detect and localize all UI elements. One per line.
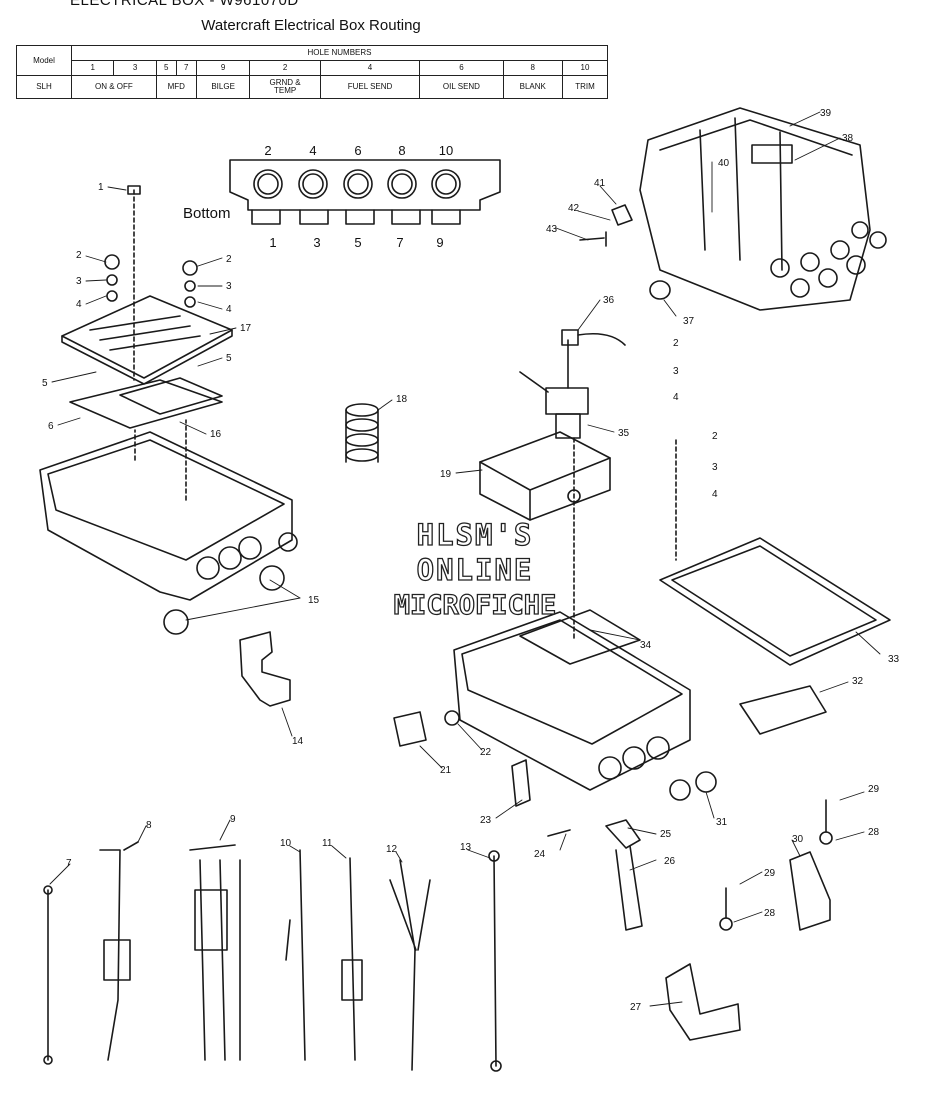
- callout: 8: [146, 820, 152, 831]
- callout: 11: [322, 838, 333, 849]
- bottom-hole-label: 3: [313, 235, 320, 250]
- circuit-board-assembly: [61, 185, 233, 429]
- callout: 4: [76, 299, 82, 310]
- callout: 1: [98, 182, 104, 193]
- callout: 7: [66, 858, 72, 869]
- watermark-line: HLSM'S: [416, 517, 534, 552]
- callout: 3: [673, 366, 679, 377]
- callout: 39: [820, 108, 832, 119]
- leader-lines: [49, 111, 881, 1007]
- callout: 31: [716, 817, 728, 828]
- callout: 26: [664, 856, 676, 867]
- callout: 36: [603, 295, 615, 306]
- bottom-hole-label: 7: [396, 235, 403, 250]
- callout: 32: [852, 676, 864, 687]
- routing-cell: OIL SEND: [419, 75, 504, 99]
- top-hole-label: 4: [309, 143, 316, 158]
- routing-cell: MFD: [155, 75, 197, 99]
- wire-harnesses: [43, 841, 502, 1072]
- callout: 38: [842, 133, 854, 144]
- routing-cell: BILGE: [195, 75, 251, 99]
- callout: 17: [240, 323, 252, 334]
- callout: 29: [868, 784, 880, 795]
- hole-block-bottom-view: [229, 159, 501, 225]
- callout: 16: [210, 429, 222, 440]
- model-header: Model: [16, 45, 72, 76]
- callout: 3: [712, 462, 718, 473]
- callout: 4: [673, 392, 679, 403]
- callout: 9: [230, 814, 236, 825]
- callout: 2: [76, 250, 82, 261]
- callout: 21: [440, 765, 452, 776]
- coil-spring: [345, 403, 379, 463]
- callout: 28: [764, 908, 776, 919]
- routing-cell: TRIM: [562, 75, 608, 99]
- callout: 30: [792, 834, 804, 845]
- assembled-electrical-box: [579, 107, 887, 311]
- bottom-hole-label: 1: [269, 235, 276, 250]
- relay-block: [479, 329, 626, 641]
- callout: 12: [386, 844, 398, 855]
- model-cell: SLH: [16, 75, 72, 99]
- callout: 15: [308, 595, 320, 606]
- bottom-view-label: Bottom: [183, 205, 231, 222]
- hole-number-cell: 7: [175, 60, 197, 76]
- page-title: ELECTRICAL BOX - W961070D: [70, 0, 299, 9]
- callout: 24: [534, 849, 546, 860]
- callout: 18: [396, 394, 408, 405]
- callout: 22: [480, 747, 492, 758]
- callout: 25: [660, 829, 672, 840]
- callout: 19: [440, 469, 452, 480]
- routing-cell: FUEL SEND: [319, 75, 421, 99]
- callout: 40: [718, 158, 730, 169]
- top-hole-label: 8: [398, 143, 405, 158]
- callout: 33: [888, 654, 900, 665]
- callout: 42: [568, 203, 580, 214]
- callout-numbers: 1 2 3 4 2 3 4 17 5 5 6 16 18 19 35 36 2 …: [42, 108, 900, 1013]
- callout: 34: [640, 640, 652, 651]
- watermark-line: MICROFICHE: [393, 589, 557, 621]
- hole-routing-table: Model HOLE NUMBERS 1 3 5 7 9 2 4 6 8 10 …: [16, 45, 608, 99]
- callout: 10: [280, 838, 292, 849]
- top-hole-label: 6: [354, 143, 361, 158]
- callout: 3: [226, 281, 232, 292]
- left-housing: [39, 419, 298, 635]
- bottom-hole-label: 9: [436, 235, 443, 250]
- callout: 43: [546, 224, 558, 235]
- callout: 35: [618, 428, 630, 439]
- callout: 28: [868, 827, 880, 838]
- routing-cell: GRND & TEMP: [249, 75, 321, 99]
- routing-title: Watercraft Electrical Box Routing: [201, 17, 421, 34]
- callout: 3: [76, 276, 82, 287]
- callout: 13: [460, 842, 472, 853]
- callout: 27: [630, 1002, 642, 1013]
- callout: 2: [226, 254, 232, 265]
- callout: 5: [42, 378, 48, 389]
- callout: 41: [594, 178, 606, 189]
- watermark-line: ONLINE: [416, 552, 534, 587]
- callout: 2: [712, 431, 718, 442]
- callout: 6: [48, 421, 54, 432]
- callout: 37: [683, 316, 695, 327]
- callout: 4: [712, 489, 718, 500]
- top-hole-label: 2: [264, 143, 271, 158]
- routing-cell: ON & OFF: [71, 75, 157, 99]
- routing-cell: BLANK: [502, 75, 564, 99]
- right-housing: [393, 439, 827, 837]
- callout: 2: [673, 338, 679, 349]
- callout: 23: [480, 815, 492, 826]
- bottom-view-labels: 2 4 6 8 10 1 3 5 7 9 Bottom: [183, 143, 453, 250]
- top-hole-label: 10: [439, 143, 453, 158]
- gasket: [659, 537, 891, 666]
- bottom-hole-label: 5: [354, 235, 361, 250]
- callout: 5: [226, 353, 232, 364]
- callout: 4: [226, 304, 232, 315]
- brackets: [239, 631, 833, 1041]
- callout: 29: [764, 868, 776, 879]
- callout: 14: [292, 736, 304, 747]
